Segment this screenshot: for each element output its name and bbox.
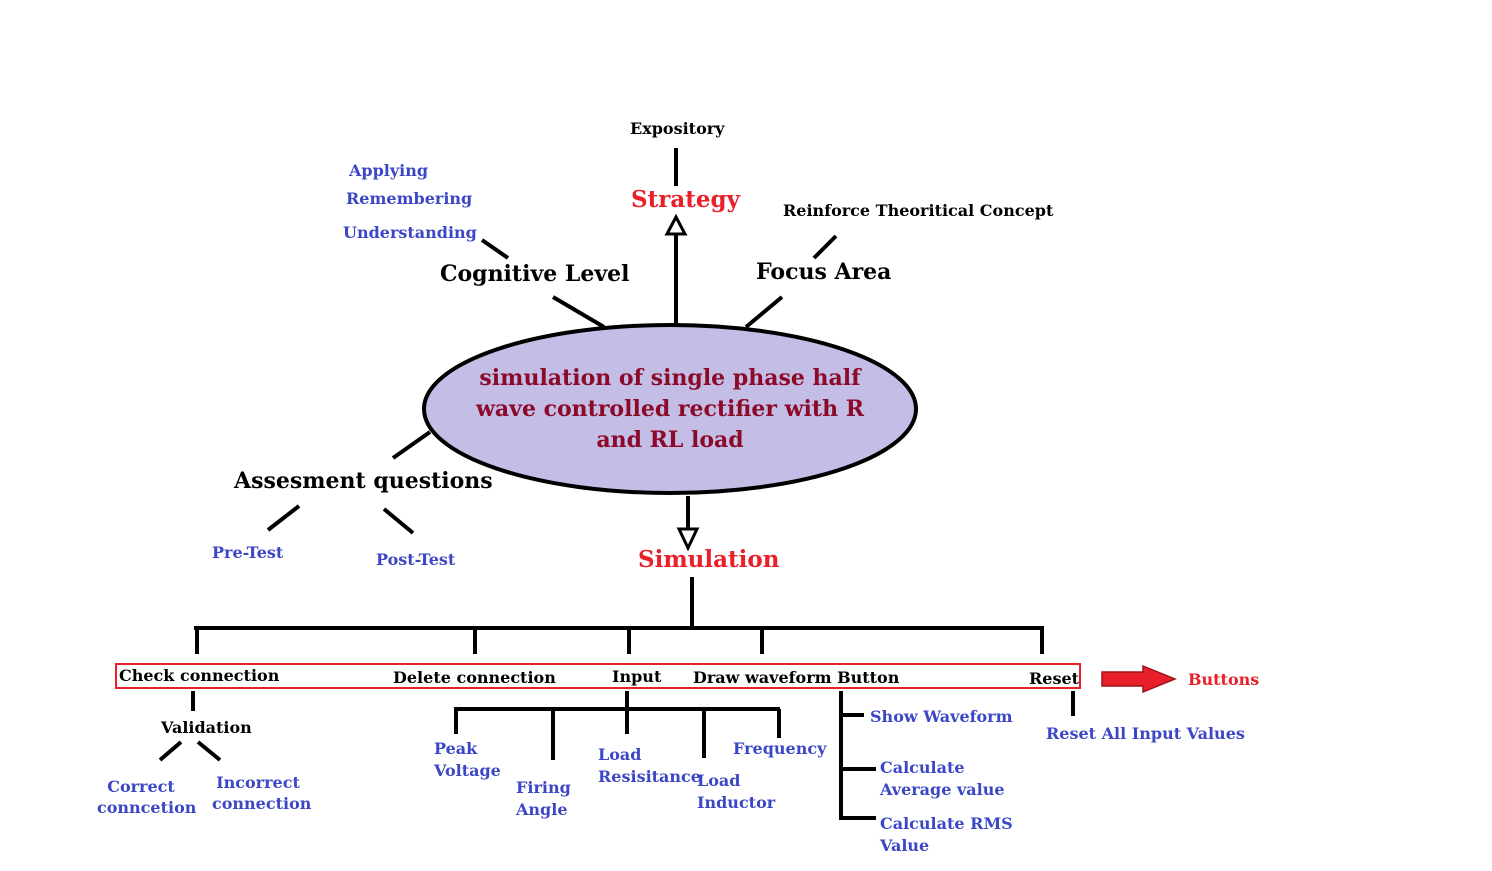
- buttons-legend-arrow: [1101, 664, 1177, 694]
- expository-label: Expository: [630, 119, 725, 138]
- assessment-connector: [391, 430, 432, 460]
- calculate-rms-label: Calculate RMS Value: [880, 814, 1013, 855]
- check-connection-label: Check connection: [119, 666, 280, 685]
- understanding-label: Understanding: [343, 223, 477, 242]
- simulation-label: Simulation: [638, 546, 780, 573]
- strategy-label: Strategy: [631, 186, 740, 213]
- buttons-bar: [115, 663, 1081, 689]
- simulation-arrowhead: [676, 527, 700, 552]
- reset-label: Reset: [1029, 669, 1080, 688]
- remembering-label: Remembering: [346, 189, 473, 208]
- assessment-label: Assesment questions: [234, 468, 493, 494]
- center-ellipse: [422, 323, 918, 495]
- firing-angle-label: Firing Angle: [516, 778, 571, 819]
- validation-label: Validation: [161, 718, 252, 737]
- posttest-connector: [382, 507, 415, 535]
- load-inductor-label: Load Inductor: [697, 771, 776, 812]
- reinforce-concept-label: Reinforce Theoritical Concept: [783, 201, 1054, 220]
- reset-all-inputs-label: Reset All Input Values: [1046, 724, 1245, 743]
- understanding-connector: [480, 238, 510, 260]
- cognitive-connector: [551, 295, 606, 329]
- buttons-legend-label: Buttons: [1188, 670, 1260, 689]
- pre-test-label: Pre-Test: [212, 543, 284, 562]
- delete-connection-label: Delete connection: [393, 668, 556, 687]
- calculate-average-label: Calculate Average value: [880, 758, 1005, 799]
- cognitive-level-label: Cognitive Level: [440, 261, 630, 287]
- center-title: simulation of single phase half wave con…: [475, 365, 865, 453]
- input-label: Input: [612, 667, 662, 686]
- focus-connector: [744, 295, 784, 329]
- incorrect-connection-label: Incorrect connection: [212, 773, 312, 813]
- frequency-label: Frequency: [733, 739, 827, 758]
- pretest-connector: [266, 504, 301, 532]
- correct-connector: [158, 740, 183, 762]
- draw-waveform-label: Draw waveform Button: [693, 668, 900, 687]
- applying-label: Applying: [349, 161, 429, 180]
- strategy-arrowhead: [664, 213, 688, 236]
- load-resistance-label: Load Resisitance: [598, 745, 701, 786]
- reinforce-connector: [812, 234, 838, 260]
- incorrect-connector: [196, 740, 222, 762]
- correct-connection-label: Correct conncetion: [97, 777, 197, 817]
- peak-voltage-label: Peak Voltage: [434, 739, 501, 780]
- show-waveform-label: Show Waveform: [870, 707, 1013, 726]
- focus-area-label: Focus Area: [756, 259, 892, 285]
- post-test-label: Post-Test: [376, 550, 456, 569]
